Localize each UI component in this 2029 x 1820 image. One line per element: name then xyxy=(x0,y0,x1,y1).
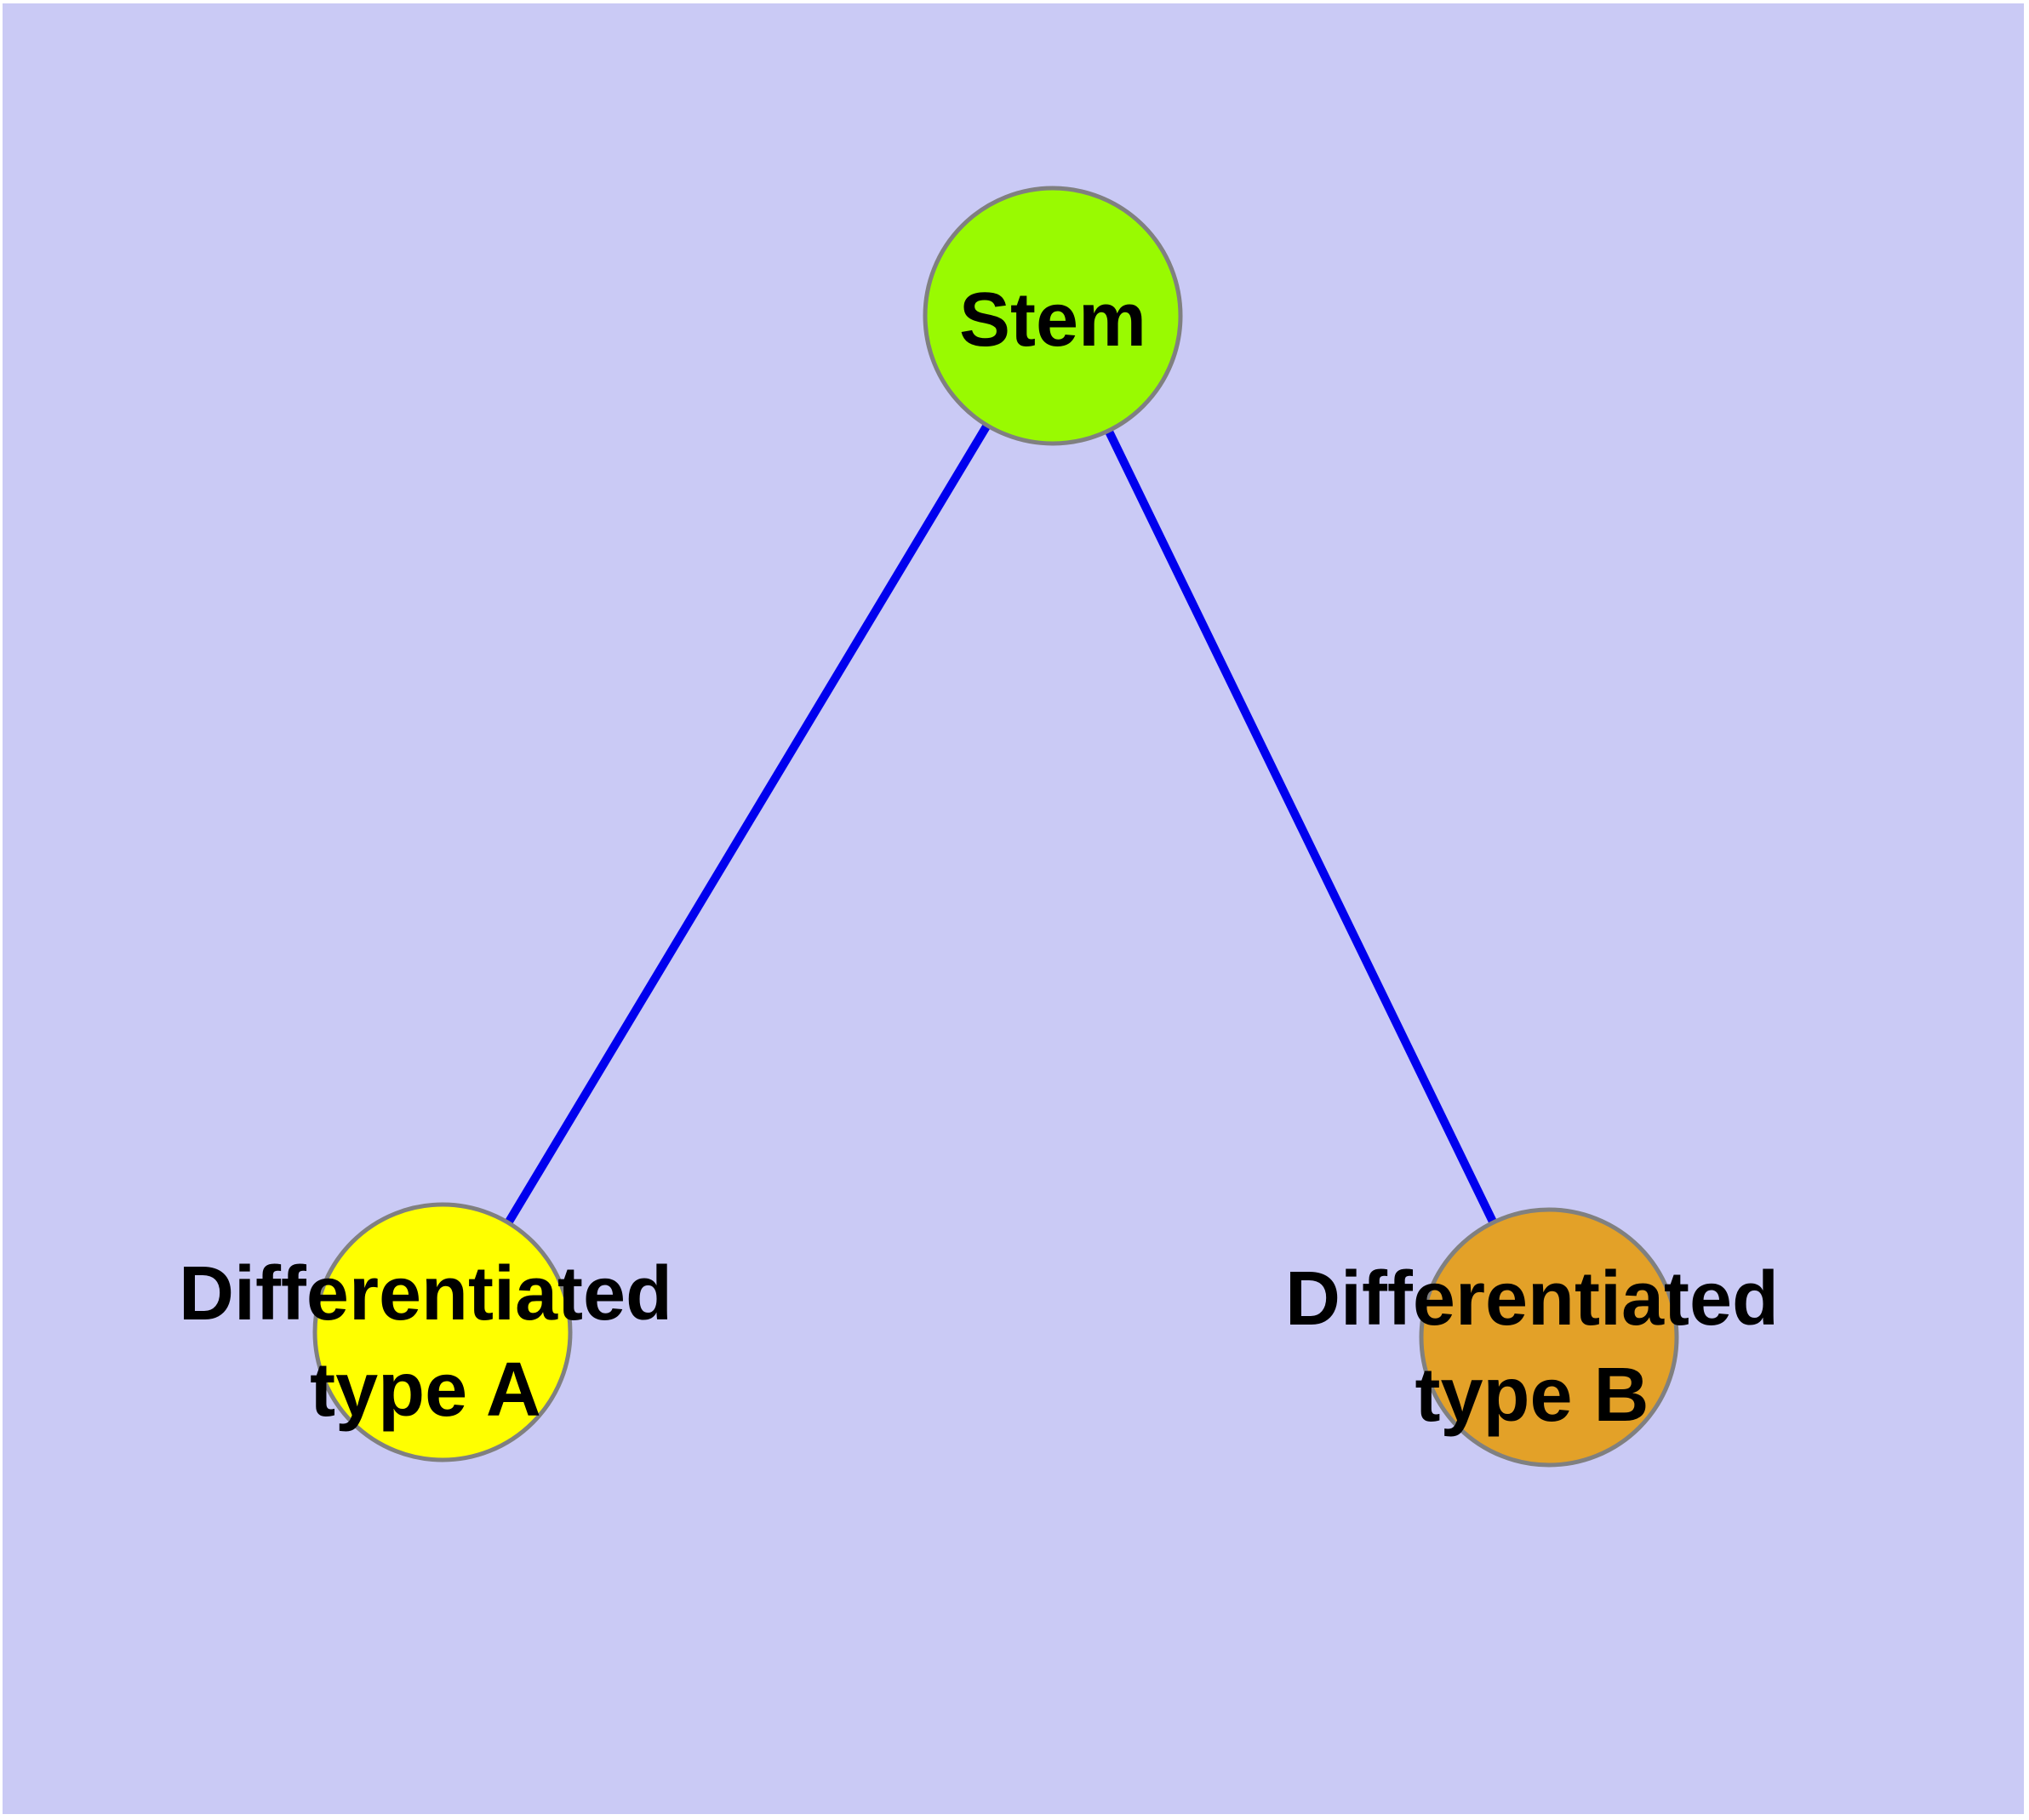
edge-layer xyxy=(438,313,1553,1340)
node-type-b-label-line2: type B xyxy=(1415,1353,1649,1438)
node-type-a-label-line1: Differentiated xyxy=(179,1251,672,1336)
node-type-a-label-line2: type A xyxy=(310,1348,541,1433)
node-layer xyxy=(312,186,1679,1468)
edge-stem-to-type-a xyxy=(438,313,1057,1335)
node-differentiated-type-a xyxy=(312,1202,573,1462)
node-stem xyxy=(923,186,1183,446)
edge-stem-to-type-b xyxy=(1049,313,1553,1340)
node-differentiated-type-b xyxy=(1419,1207,1679,1468)
label-layer: Stem Differentiated type A Differentiate… xyxy=(179,278,1779,1438)
node-type-b-label-line1: Differentiated xyxy=(1285,1256,1779,1342)
node-stem-label: Stem xyxy=(959,278,1146,363)
